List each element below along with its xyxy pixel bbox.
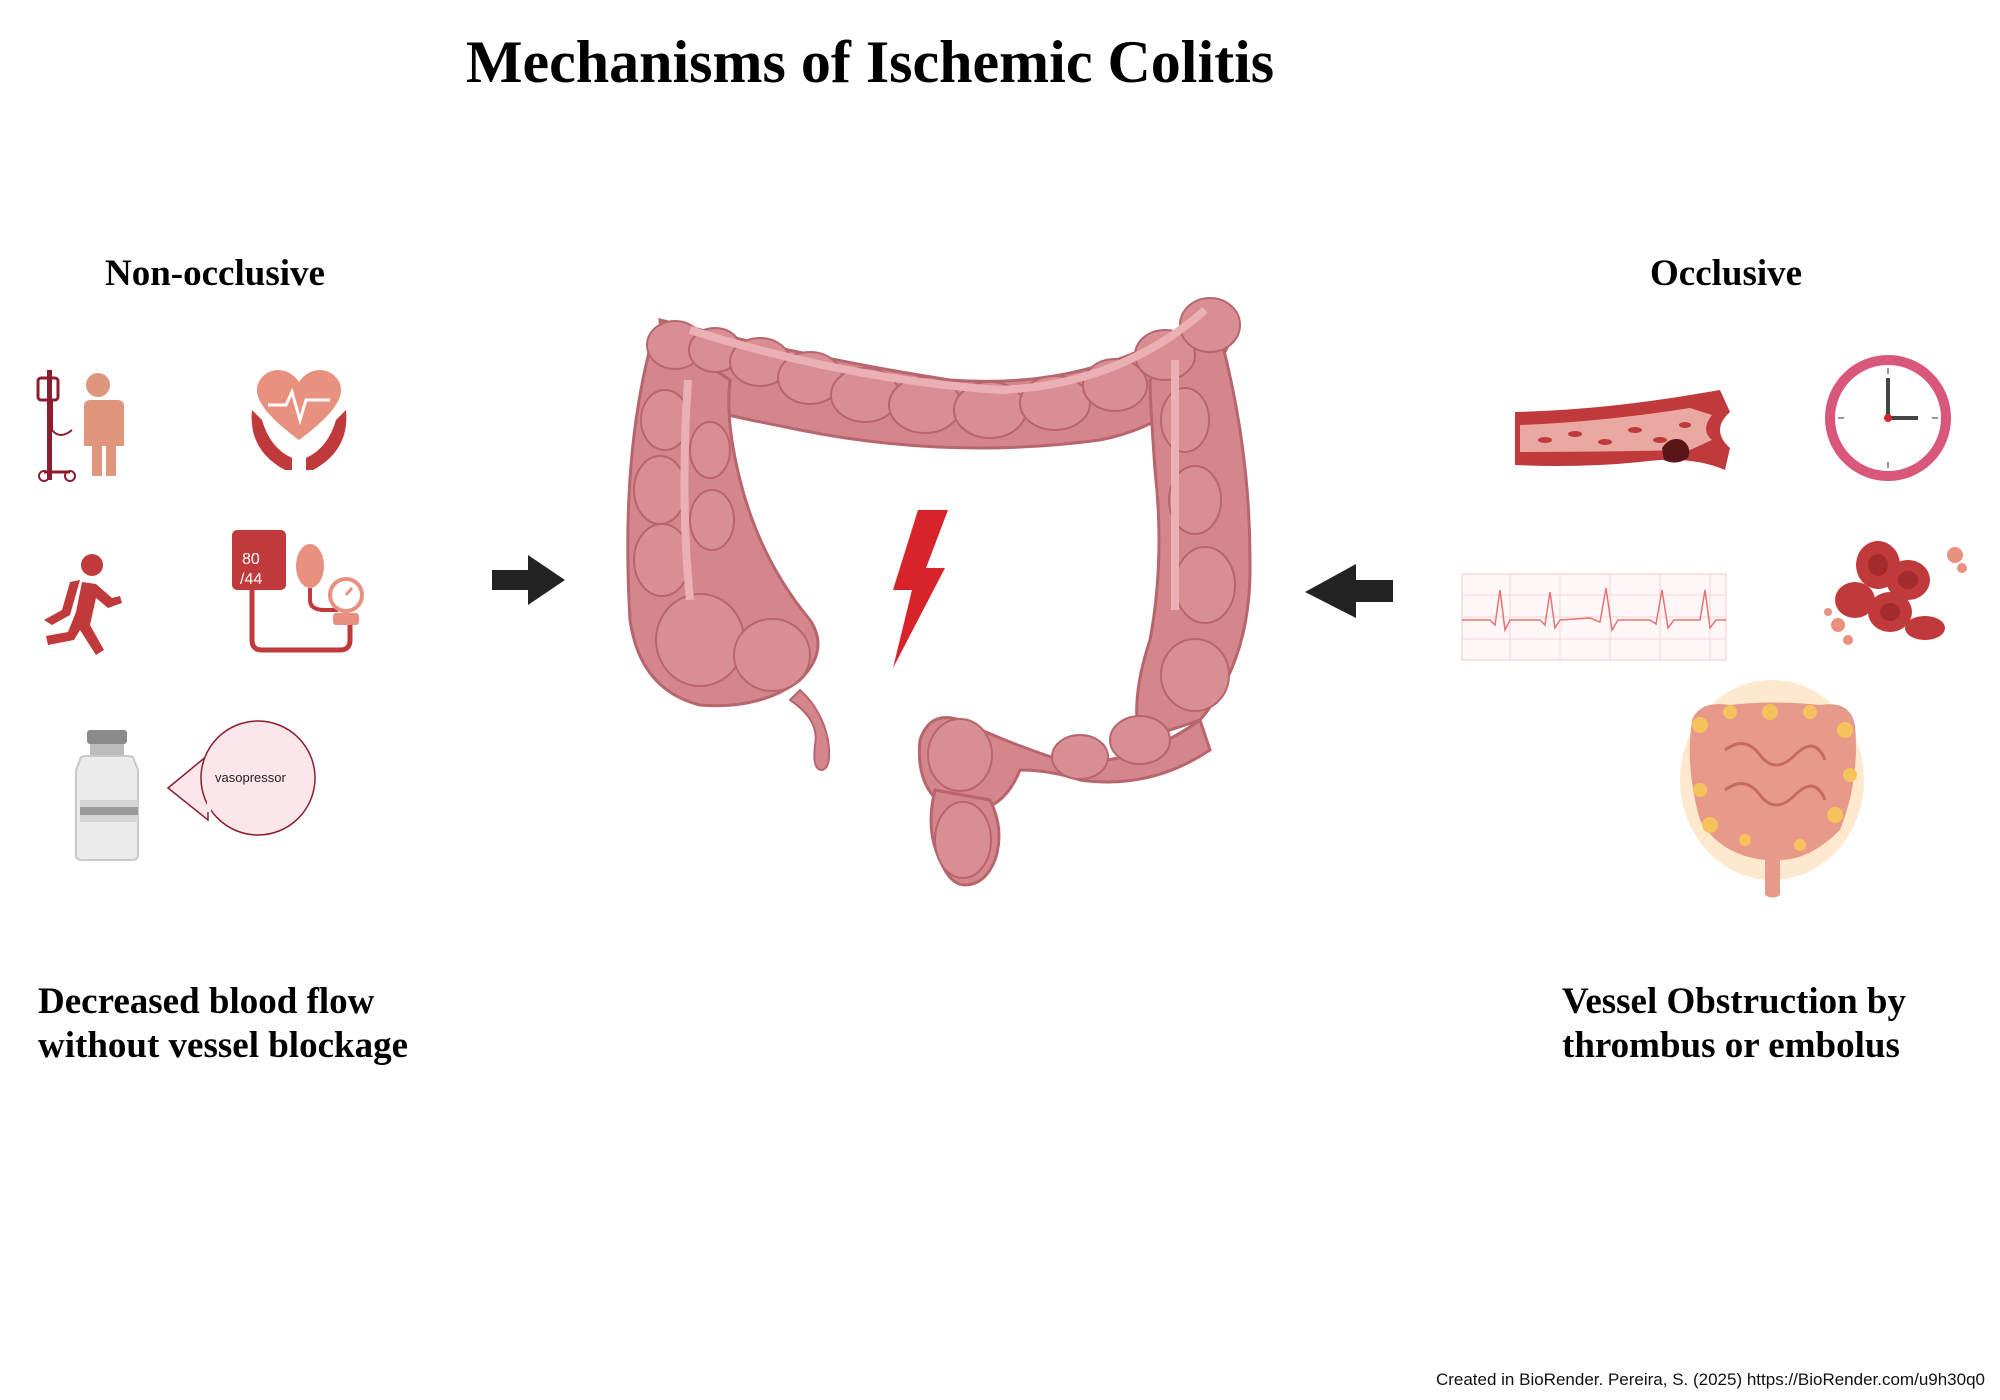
lightning-bolt-icon [893,510,948,668]
left-arrow-icon [1305,564,1393,618]
diagram-title: Mechanisms of Ischemic Colitis [465,29,1275,95]
non-occlusive-caption-line1: Decreased blood flow [38,981,375,1022]
blood-pressure-monitor-icon: 80 /44 [232,530,364,653]
occlusive-caption: Vessel Obstruction by thrombus or embolu… [1562,980,1906,1068]
non-occlusive-caption-line2: without vessel blockage [38,1025,408,1066]
iv-drip-patient-icon [36,370,124,482]
occlusive-caption-line2: thrombus or embolus [1562,1025,1900,1066]
colon-illustration [626,296,1252,887]
non-occlusive-heading: Non-occlusive [105,253,325,294]
ecg-strip-icon [1461,573,1727,661]
occlusive-caption-line1: Vessel Obstruction by [1562,981,1907,1022]
bp-reading-top: 80 [242,551,260,568]
running-person-icon [44,554,122,655]
heart-in-hands-icon [251,370,347,470]
vasopressor-speech-bubble: vasopressor [166,720,316,836]
right-arrow-icon [492,555,565,605]
vasopressor-label: vasopressor [215,770,286,785]
bp-reading-bottom: /44 [240,571,262,588]
medication-vial-icon [75,730,139,861]
non-occlusive-caption: Decreased blood flow without vessel bloc… [38,980,408,1068]
biorender-credit: Created in BioRender. Pereira, S. (2025)… [1435,1370,1985,1389]
blood-vessel-clot-icon [1515,390,1730,470]
inflamed-intestine-icon [1680,680,1864,898]
occlusive-heading: Occlusive [1650,253,1803,294]
red-blood-cells-icon [1824,541,1967,645]
clock-icon [1825,355,1951,481]
